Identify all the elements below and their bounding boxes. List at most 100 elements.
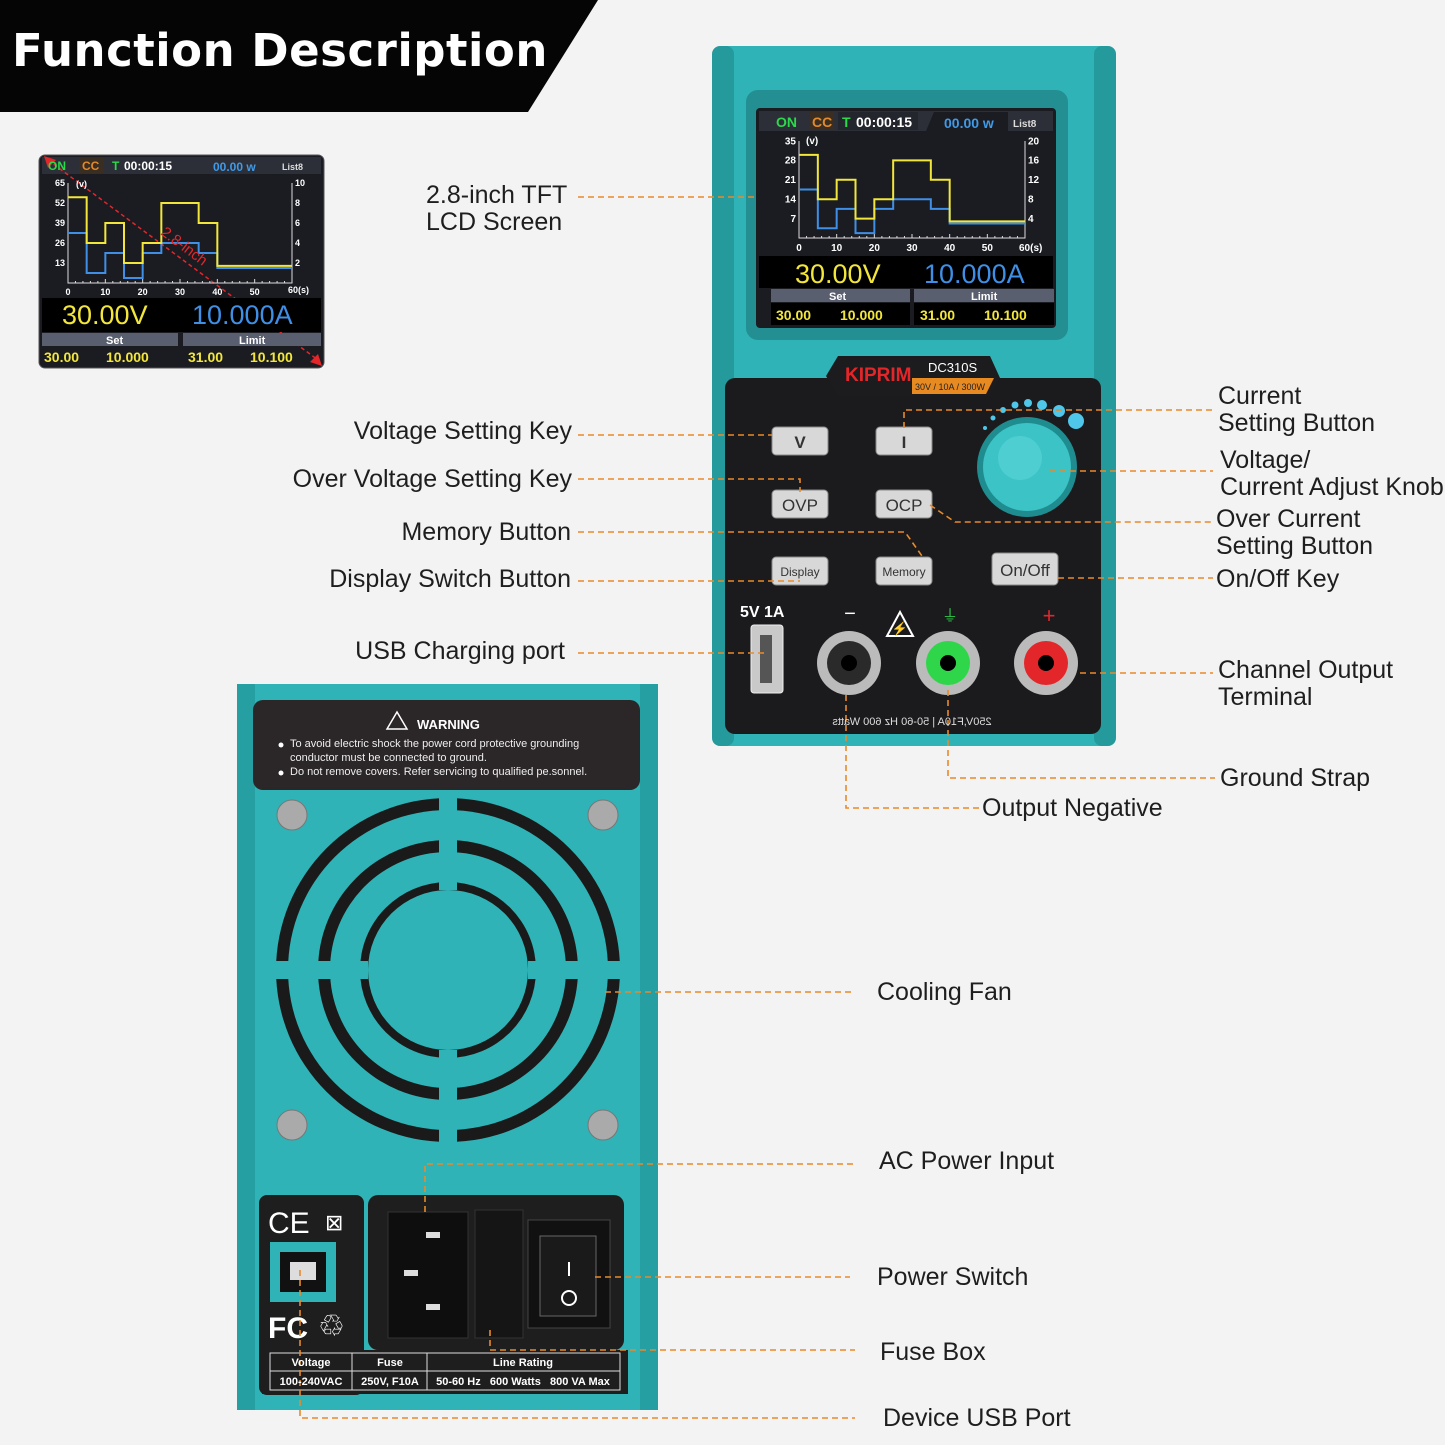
header-banner bbox=[0, 0, 598, 112]
x-tick-label: 10 bbox=[831, 243, 843, 254]
label-output-negative: Output Negative bbox=[982, 794, 1163, 822]
svg-text:OVP: OVP bbox=[782, 496, 818, 515]
x-tick-label: 40 bbox=[212, 287, 222, 297]
zoom-timer-prefix: T bbox=[112, 159, 120, 173]
limit-label: Limit bbox=[971, 291, 998, 303]
x-tick-label: 20 bbox=[869, 243, 881, 254]
y-left-tick-label: 21 bbox=[785, 175, 797, 186]
y-right-tick-label: 16 bbox=[1028, 156, 1040, 167]
ac-power-inlet[interactable] bbox=[387, 1211, 469, 1339]
y-left-tick-label: 52 bbox=[55, 198, 65, 208]
x-tick-label: 0 bbox=[796, 243, 802, 254]
warning-title: WARNING bbox=[417, 717, 480, 732]
zoom-set-a: 10.000 bbox=[106, 349, 149, 365]
ocp-button[interactable]: OCP bbox=[875, 489, 933, 519]
table-header: Voltage bbox=[292, 1357, 331, 1369]
current-readout: 10.000A bbox=[924, 259, 1025, 289]
warning-line: Do not remove covers. Refer servicing to… bbox=[290, 766, 588, 778]
ovp-button[interactable]: OVP bbox=[771, 489, 829, 519]
svg-text:Memory: Memory bbox=[882, 565, 925, 579]
zoom-current-readout: 10.000A bbox=[192, 300, 293, 330]
x-unit: 60(s) bbox=[1019, 243, 1042, 254]
warning-line: To avoid electric shock the power cord p… bbox=[290, 738, 580, 764]
limit-a: 10.100 bbox=[984, 307, 1027, 323]
positive-terminal[interactable] bbox=[1014, 631, 1078, 695]
v-button[interactable]: V bbox=[771, 426, 829, 456]
set-v: 30.00 bbox=[776, 307, 811, 323]
warning-triangle-icon bbox=[885, 609, 915, 637]
weee-bin-icon: ⊠ bbox=[325, 1210, 343, 1235]
on-status: ON bbox=[776, 114, 797, 130]
svg-text:I: I bbox=[902, 433, 907, 452]
rating-table: Voltage Fuse Line Rating 100-240VAC 250V… bbox=[280, 1357, 611, 1388]
label-fuse-box: Fuse Box bbox=[880, 1338, 986, 1366]
svg-text:V: V bbox=[794, 433, 806, 452]
y-left-tick-label: 28 bbox=[785, 156, 797, 167]
kiprim-logo: KIPRIM bbox=[845, 365, 912, 386]
zoom-set-v: 30.00 bbox=[44, 349, 79, 365]
usb-label: 5V 1A bbox=[740, 604, 785, 621]
ground-symbol-icon: ⏚ bbox=[942, 607, 958, 625]
knob-level-dots bbox=[983, 399, 1084, 430]
power-switch[interactable] bbox=[527, 1219, 611, 1329]
voltage-series-line bbox=[799, 153, 1025, 223]
label-adjust-knob: Voltage/Current Adjust Knob bbox=[1220, 446, 1444, 501]
label-voltage-key: Voltage Setting Key bbox=[353, 417, 572, 445]
timer: 00:00:15 bbox=[856, 114, 912, 130]
svg-text:⚡: ⚡ bbox=[892, 621, 908, 637]
y-right-tick-label: 2 bbox=[295, 258, 300, 268]
x-tick-label: 30 bbox=[175, 287, 185, 297]
label-onoff-key: On/Off Key bbox=[1216, 565, 1340, 593]
ground-terminal[interactable] bbox=[916, 631, 980, 695]
zoom-limit-v: 31.00 bbox=[188, 349, 223, 365]
x-tick-label: 50 bbox=[250, 287, 260, 297]
onoff-button[interactable]: On/Off bbox=[991, 552, 1059, 586]
y-right-tick-label: 8 bbox=[295, 198, 300, 208]
x-tick-label: 20 bbox=[138, 287, 148, 297]
zoom-list: List8 bbox=[282, 162, 303, 172]
y-left-tick-label: 26 bbox=[55, 238, 65, 248]
fuse-box[interactable] bbox=[474, 1209, 524, 1339]
svg-text:On/Off: On/Off bbox=[1000, 561, 1050, 580]
x-tick-label: 50 bbox=[982, 243, 994, 254]
list-label: List8 bbox=[1013, 119, 1037, 130]
page-title: Function Description bbox=[12, 24, 548, 77]
zoom-x-unit: 60(s) bbox=[288, 285, 309, 295]
zoom-voltage-readout: 30.00V bbox=[62, 300, 148, 330]
voltage-readout: 30.00V bbox=[795, 259, 881, 289]
memory-button[interactable]: Memory bbox=[875, 556, 933, 586]
power-readout: 00.00 w bbox=[944, 115, 994, 131]
y-left-tick-label: 65 bbox=[55, 178, 65, 188]
label-ovp-key: Over Voltage Setting Key bbox=[292, 465, 572, 493]
svg-text:Display: Display bbox=[780, 565, 819, 579]
y-left-tick-label: 7 bbox=[790, 214, 796, 225]
current-series-line bbox=[799, 188, 1025, 235]
display-button[interactable]: Display bbox=[771, 556, 829, 586]
i-button[interactable]: I bbox=[875, 426, 933, 456]
label-ground-strap: Ground Strap bbox=[1220, 764, 1371, 792]
label-device-usb: Device USB Port bbox=[883, 1404, 1071, 1432]
y-right-tick-label: 4 bbox=[295, 238, 300, 248]
table-header: Fuse bbox=[377, 1357, 403, 1369]
label-cooling-fan: Cooling Fan bbox=[877, 978, 1012, 1006]
model-rating: 30V / 10A / 300W bbox=[915, 382, 986, 392]
x-tick-label: 0 bbox=[65, 287, 70, 297]
arrow-head-icon bbox=[44, 156, 56, 168]
negative-terminal[interactable] bbox=[817, 631, 881, 695]
zoom-timer: 00:00:15 bbox=[124, 159, 172, 173]
arrow-head-icon bbox=[310, 354, 322, 366]
table-cell: 50-60 Hz 600 Watts 800 VA Max bbox=[436, 1376, 611, 1388]
voltage-series-line bbox=[68, 196, 292, 267]
adjust-knob[interactable] bbox=[977, 417, 1077, 517]
x-tick-label: 40 bbox=[944, 243, 956, 254]
y-right-tick-label: 8 bbox=[1028, 195, 1034, 206]
zoom-set-label: Set bbox=[106, 335, 123, 347]
leader-lines bbox=[299, 196, 1215, 1419]
table-header: Line Rating bbox=[493, 1357, 553, 1369]
fcc-mark: FC bbox=[268, 1312, 308, 1345]
